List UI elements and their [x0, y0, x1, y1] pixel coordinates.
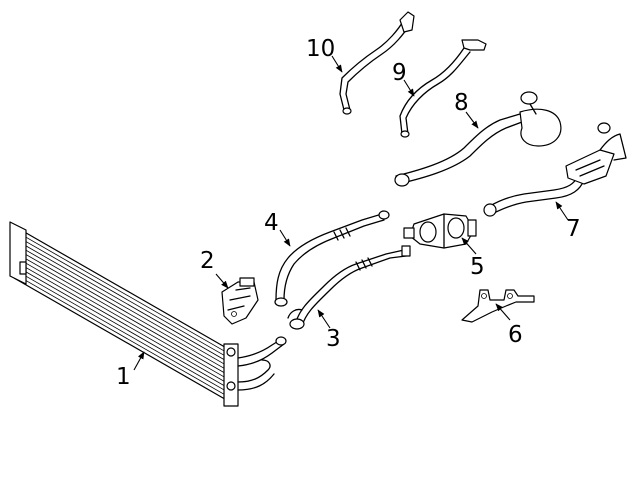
bracket-2 [221, 277, 259, 325]
callout-6: 6 [508, 322, 523, 348]
callout-4: 4 [264, 210, 279, 236]
callout-1: 1 [116, 364, 131, 390]
callout-labels: 1 2 3 4 5 6 7 8 9 10 [116, 36, 581, 390]
callout-7: 7 [566, 216, 581, 242]
valve-5 [403, 213, 477, 249]
hose-10 [339, 11, 415, 115]
callout-3: 3 [326, 326, 341, 352]
callout-2: 2 [200, 248, 215, 274]
radiator-core [9, 221, 287, 407]
callout-10: 10 [306, 36, 335, 62]
callout-9: 9 [392, 60, 407, 86]
hose-3 [287, 245, 411, 330]
hose-7 [483, 122, 627, 217]
callout-5: 5 [470, 254, 485, 280]
hose-9 [399, 39, 487, 138]
hose-4 [274, 210, 390, 307]
hose-8 [394, 91, 562, 187]
callout-8: 8 [454, 90, 469, 116]
leader-lines [133, 55, 569, 371]
